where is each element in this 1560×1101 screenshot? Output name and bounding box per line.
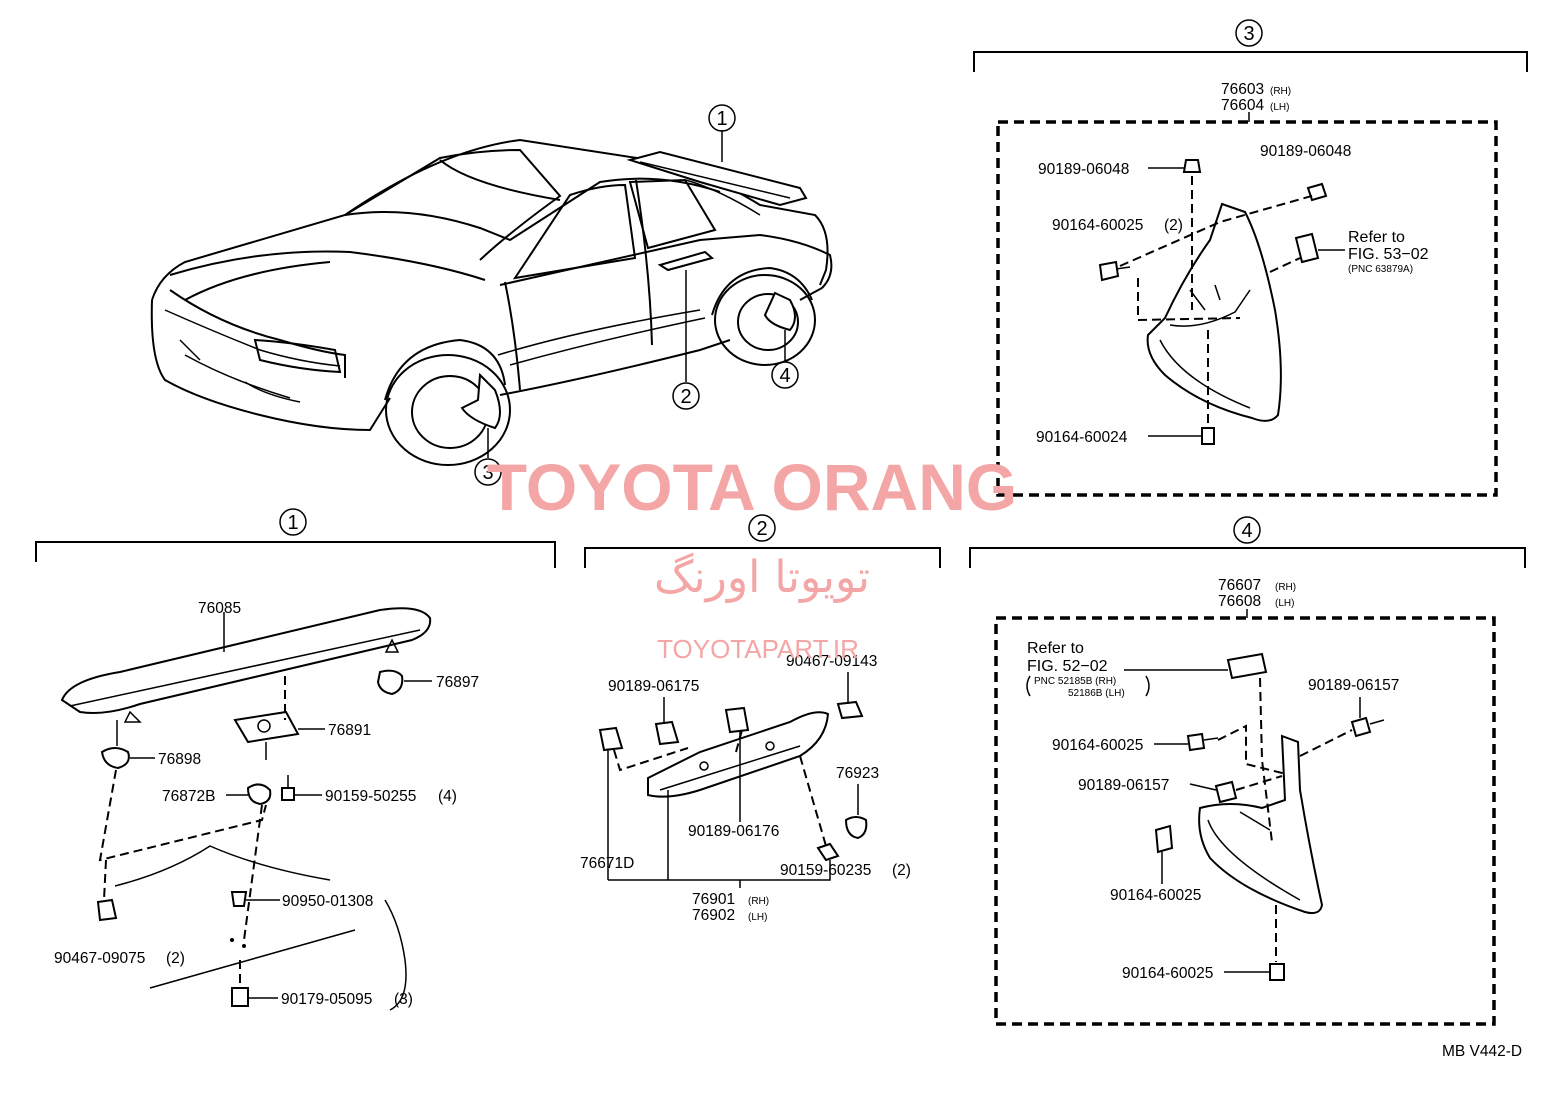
label-76671D: 76671D bbox=[580, 855, 634, 872]
section-4-number: 4 bbox=[1241, 520, 1252, 542]
callout-1: 1 bbox=[716, 108, 727, 130]
figure-code: MB V442-D bbox=[1442, 1043, 1522, 1060]
label-76607-side: (RH) bbox=[1275, 582, 1296, 593]
label-76898: 76898 bbox=[158, 751, 201, 768]
label-90189-06175: 90189-06175 bbox=[608, 678, 699, 695]
label-90164-60025-s3: 90164-60025 bbox=[1052, 217, 1143, 234]
label-90189-06048-right: 90189-06048 bbox=[1260, 143, 1351, 160]
label-76902: 76902 bbox=[692, 907, 735, 924]
label-76901-side: (RH) bbox=[748, 896, 769, 907]
label-76603-side: (RH) bbox=[1270, 86, 1291, 97]
label-76604: 76604 bbox=[1221, 97, 1264, 114]
label-90179-05095: 90179-05095 bbox=[281, 991, 372, 1008]
label-90164-60025-s3-qty: (2) bbox=[1164, 217, 1183, 234]
label-76897: 76897 bbox=[436, 674, 479, 691]
label-90164-60025-lower: 90164-60025 bbox=[1122, 965, 1213, 982]
label-90164-60024: 90164-60024 bbox=[1036, 429, 1128, 446]
car-illustration bbox=[150, 138, 833, 466]
label-90159-60235-qty: (2) bbox=[892, 862, 911, 879]
label-90159-50255: 90159-50255 bbox=[325, 788, 416, 805]
label-90189-06157-left: 90189-06157 bbox=[1078, 777, 1169, 794]
callout-3: 3 bbox=[482, 462, 493, 484]
section-1: 1 76085 76897 76891 76898 76872B 90159-5 bbox=[35, 508, 556, 1011]
ref-4-line1: Refer to bbox=[1027, 640, 1084, 657]
callout-2: 2 bbox=[680, 386, 691, 408]
label-76608-side: (LH) bbox=[1275, 598, 1294, 609]
watermark: TOYOTA ORANG تویوتا اورنگ TOYOTAPART.IR bbox=[487, 450, 1017, 664]
watermark-line1: TOYOTA ORANG bbox=[487, 450, 1017, 524]
label-90950-01308: 90950-01308 bbox=[282, 893, 373, 910]
section-4: 4 76607 (RH) 76608 (LH) Refer to FIG. 52… bbox=[969, 516, 1526, 1026]
label-90164-60025-upper: 90164-60025 bbox=[1052, 737, 1143, 754]
label-90164-60025-mid: 90164-60025 bbox=[1110, 887, 1201, 904]
ref-4-line2: FIG. 52−02 bbox=[1027, 658, 1108, 675]
section-3-box bbox=[996, 120, 1498, 497]
ref-4-line4: 52186B (LH) bbox=[1068, 688, 1125, 699]
label-76607: 76607 bbox=[1218, 577, 1261, 594]
section-2-number: 2 bbox=[756, 518, 767, 540]
section-3-number: 3 bbox=[1243, 23, 1254, 45]
label-90467-09075-qty: (2) bbox=[166, 950, 185, 967]
label-76608: 76608 bbox=[1218, 593, 1261, 610]
ref-3-line2: FIG. 53−02 bbox=[1348, 246, 1429, 263]
label-90159-50255-qty: (4) bbox=[438, 788, 457, 805]
ref-3-line1: Refer to bbox=[1348, 229, 1405, 246]
section-2: 2 90467-09143 90189-06175 76923 90189-06… bbox=[580, 514, 941, 924]
section-1-number: 1 bbox=[287, 512, 298, 534]
label-90189-06048-left: 90189-06048 bbox=[1038, 161, 1129, 178]
label-90189-06176: 90189-06176 bbox=[688, 823, 779, 840]
label-90189-06157-right: 90189-06157 bbox=[1308, 677, 1399, 694]
label-90179-05095-qty: (3) bbox=[394, 991, 413, 1008]
label-90159-60235: 90159-60235 bbox=[780, 862, 871, 879]
section-4-box bbox=[994, 616, 1496, 1026]
label-76891: 76891 bbox=[328, 722, 371, 739]
label-90467-09143: 90467-09143 bbox=[786, 653, 877, 670]
car-callouts: 1 2 3 4 bbox=[474, 104, 799, 486]
label-76872B: 76872B bbox=[162, 788, 215, 805]
section-3: 3 76603 (RH) 76604 (LH) 90189-06048 9018… bbox=[973, 19, 1528, 497]
label-76603: 76603 bbox=[1221, 81, 1264, 98]
label-76901: 76901 bbox=[692, 891, 735, 908]
ref-3-line3: (PNC 63879A) bbox=[1348, 264, 1413, 275]
label-90467-09075: 90467-09075 bbox=[54, 950, 145, 967]
ref-4-line3: PNC 52185B (RH) bbox=[1034, 676, 1116, 687]
label-76902-side: (LH) bbox=[748, 912, 767, 923]
label-76085: 76085 bbox=[198, 600, 241, 617]
watermark-line3: TOYOTAPART.IR bbox=[657, 634, 859, 664]
label-76604-side: (LH) bbox=[1270, 102, 1289, 113]
watermark-line2: تویوتا اورنگ bbox=[654, 552, 870, 603]
label-76923: 76923 bbox=[836, 765, 879, 782]
callout-4: 4 bbox=[779, 365, 790, 387]
